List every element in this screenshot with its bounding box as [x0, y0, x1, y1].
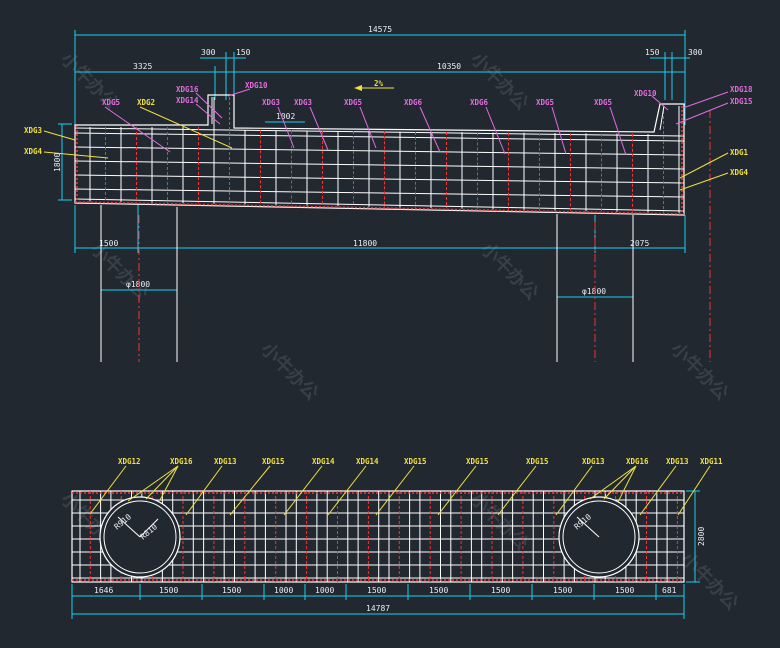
bottom-red-bar: [74, 201, 685, 215]
plan-rebar-grid: [72, 491, 684, 582]
label-xdg5-b: XDG5: [344, 98, 362, 107]
label-xdg15-right: XDG15: [730, 97, 753, 106]
beam-body: [74, 94, 685, 216]
plan-dim-s1: 1646: [94, 586, 113, 595]
elevation-longitudinal-bars: [74, 127, 685, 212]
dim-height-left: 1800: [53, 153, 62, 172]
plan-dim-s8: 1500: [491, 586, 510, 595]
plan-dim-s3: 1500: [222, 586, 241, 595]
label-xdg1-right: XDG1: [730, 148, 749, 157]
longitudinal-bar: [74, 132, 685, 142]
label-xdg3-b: XDG3: [294, 98, 313, 107]
dim-pile-right: φ1800: [582, 287, 606, 296]
label-xdg3-a: XDG3: [262, 98, 281, 107]
elevation-label-leaders: [43, 88, 729, 191]
label-xdg5-c: XDG5: [536, 98, 554, 107]
longitudinal-bar: [74, 146, 685, 156]
plan-dim-s11: 681: [662, 586, 677, 595]
plan-dim-s2: 1500: [159, 586, 178, 595]
label-xdg18: XDG18: [730, 85, 753, 94]
slope-label: 2%: [374, 79, 384, 88]
plan-view: R910 R810 R910 1646 1500 1500 1000 10: [71, 457, 723, 619]
dim-notch-left-a: 300: [201, 48, 216, 57]
label-xdg3-left: XDG3: [24, 126, 43, 135]
plan-label-6: XDG14: [356, 457, 379, 466]
label-xdg14: XDG14: [176, 96, 199, 105]
dim-elev-right-seg: 10350: [437, 62, 461, 71]
label-xdg5-d: XDG5: [594, 98, 612, 107]
plan-label-9: XDG15: [526, 457, 549, 466]
bottom-bar: [74, 198, 685, 212]
label-xdg16-left: XDG16: [176, 85, 199, 94]
dim-bottom-mid: 11800: [353, 239, 377, 248]
plan-label-3: XDG13: [214, 457, 237, 466]
notch-bar: [659, 105, 665, 131]
elevation-top-dimensions: [58, 30, 690, 201]
dim-notch-left-b: 150: [236, 48, 251, 57]
piles: [100, 110, 711, 362]
plan-label-leaders: [89, 465, 711, 516]
longitudinal-bar: [74, 160, 685, 170]
label-xdg10-right: XDG10: [634, 89, 657, 98]
longitudinal-bar: [74, 174, 685, 184]
plan-outline: [71, 490, 685, 583]
label-xdg10-left: XDG10: [245, 81, 268, 90]
plan-label-1: XDG12: [118, 457, 141, 466]
plan-label-4: XDG15: [262, 457, 285, 466]
plan-dim-s10: 1500: [615, 586, 634, 595]
plan-label-10: XDG13: [582, 457, 605, 466]
plan-label-12: XDG13: [666, 457, 689, 466]
label-xdg6-a: XDG6: [404, 98, 423, 107]
plan-dim-s9: 1500: [553, 586, 572, 595]
label-xdg4-left: XDG4: [24, 147, 43, 156]
plan-label-7: XDG15: [404, 457, 427, 466]
label-xdg2: XDG2: [137, 98, 155, 107]
dim-bottom-right: 2075: [630, 239, 649, 248]
dim-bottom-left: 1500: [99, 239, 118, 248]
dim-notch-right-a: 150: [645, 48, 660, 57]
dim-spacing-1002: 1002: [276, 112, 295, 121]
dim-notch-right-b: 300: [688, 48, 703, 57]
label-xdg6-b: XDG6: [470, 98, 489, 107]
plan-dim-s7: 1500: [429, 586, 448, 595]
plan-label-13: XDG11: [700, 457, 723, 466]
watermark-6: 小牛办公: [666, 338, 732, 404]
label-xdg5-a: XDG5: [102, 98, 120, 107]
elevation-view: 14575 3325 10350 300 150 150 300 1002 18…: [24, 25, 753, 362]
plan-label-5: XDG14: [312, 457, 335, 466]
plan-label-8: XDG15: [466, 457, 489, 466]
label-xdg4-right: XDG4: [730, 168, 749, 177]
plan-dimensions: [71, 490, 700, 619]
longitudinal-bar: [74, 188, 685, 198]
right-pile-inner-circle: [562, 500, 636, 574]
left-pile-inner-circle: [103, 500, 177, 574]
watermark-9: 小牛办公: [676, 548, 742, 614]
elevation-stirrups: [74, 97, 685, 215]
slope-indicator: 2%: [354, 79, 394, 91]
plan-dim-total: 14787: [366, 604, 390, 613]
plan-dim-height: 2800: [697, 527, 706, 546]
plan-label-11: XDG16: [626, 457, 649, 466]
top-bar: [74, 127, 685, 137]
elevation-bottom-dimensions: [74, 205, 686, 298]
plan-dim-s5: 1000: [315, 586, 334, 595]
plan-label-2: XDG16: [170, 457, 193, 466]
plan-dim-s4: 1000: [274, 586, 293, 595]
watermark-5: 小牛办公: [256, 338, 322, 404]
dim-elev-total: 14575: [368, 25, 392, 34]
plan-dim-s6: 1500: [367, 586, 386, 595]
dim-pile-left: φ1800: [126, 280, 150, 289]
dim-elev-left-seg: 3325: [133, 62, 152, 71]
